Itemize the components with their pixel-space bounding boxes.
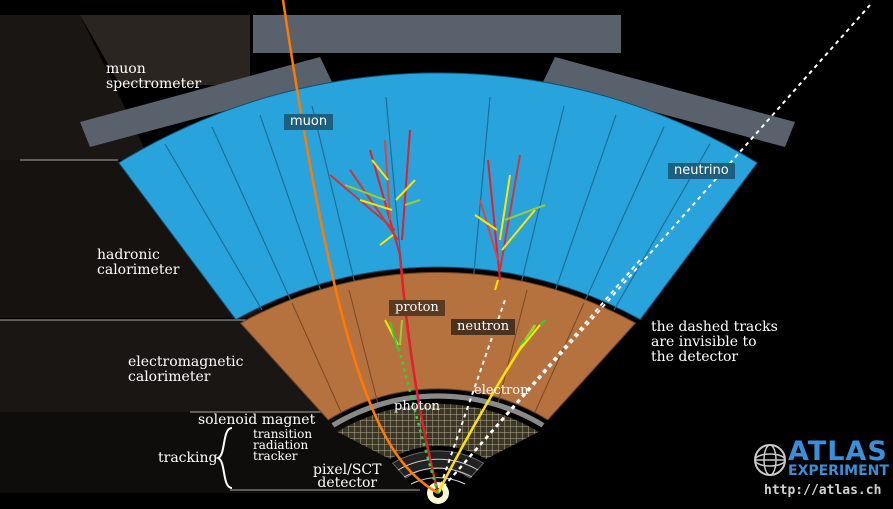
muon-tag: muon bbox=[284, 114, 334, 130]
trt-label: transition radiation tracker bbox=[253, 427, 313, 463]
solenoid-magnet-shape bbox=[331, 393, 545, 428]
logo-subtitle: EXPERIMENT bbox=[788, 463, 889, 479]
logo-url[interactable]: http://atlas.ch bbox=[764, 483, 882, 498]
photon-track bbox=[396, 344, 440, 494]
invisible-tracks-note: the dashed tracks are invisible to the d… bbox=[651, 319, 778, 365]
em-shower-photon bbox=[384, 319, 403, 351]
muon-chambers bbox=[80, 15, 795, 147]
neutrino-track-2 bbox=[437, 259, 641, 494]
hadron-shower-1 bbox=[329, 129, 421, 256]
tracking-label: tracking bbox=[158, 450, 218, 466]
muon-chamber-right bbox=[543, 57, 795, 147]
photon-tag: photon bbox=[394, 399, 440, 414]
pixel-sct-label: pixel/SCT detector bbox=[313, 462, 382, 491]
hadronic-calorimeter-label: hadronic calorimeter bbox=[97, 247, 180, 278]
electron-track bbox=[436, 324, 537, 494]
atlas-logo: ATLAS EXPERIMENT http://atlas.ch bbox=[752, 436, 889, 504]
muon-chamber-left bbox=[80, 57, 332, 147]
em-calorimeter-shape bbox=[239, 271, 637, 421]
solenoid-magnet-label: solenoid magnet bbox=[198, 412, 316, 428]
tracking-brace bbox=[215, 427, 233, 489]
em-shower-electron bbox=[517, 319, 546, 353]
muon-chamber-top bbox=[253, 15, 621, 53]
logo-name: ATLAS bbox=[788, 436, 888, 467]
trt-shape bbox=[337, 403, 539, 459]
neutrino-tag: neutrino bbox=[668, 163, 735, 179]
muon-spectrometer-label: muon spectrometer bbox=[106, 61, 202, 92]
em-calorimeter-label: electromagnetic calorimeter bbox=[128, 354, 244, 385]
proton-tag: proton bbox=[389, 300, 445, 316]
hadronic-calorimeter-shape bbox=[117, 72, 759, 321]
em-cells bbox=[291, 289, 585, 413]
electron-tag: electron bbox=[474, 383, 529, 398]
neutron-tag: neutron bbox=[451, 319, 516, 335]
visible-tracks bbox=[281, 0, 537, 495]
muon-track bbox=[281, 0, 439, 495]
atlas-globe-icon bbox=[754, 444, 786, 476]
hadron-shower-2 bbox=[474, 154, 546, 291]
